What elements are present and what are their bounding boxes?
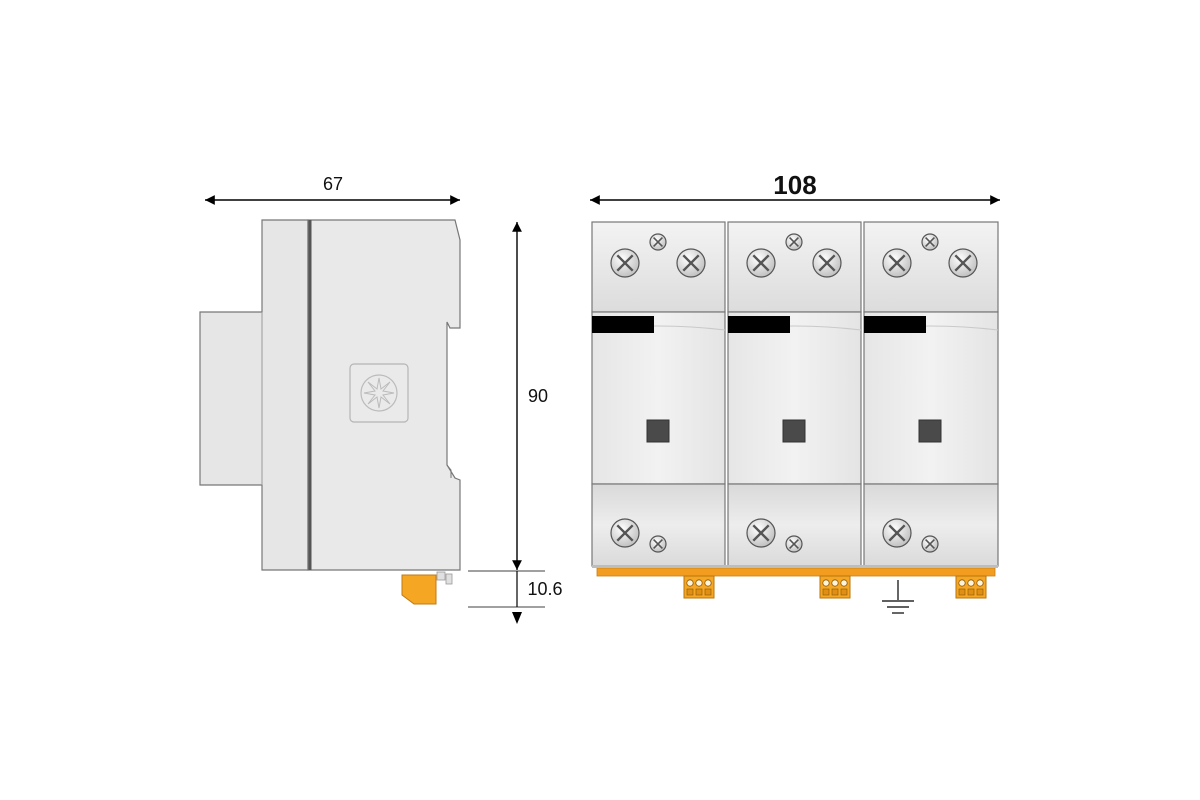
front-width-label: 108 — [773, 170, 816, 200]
spark-logo-icon — [349, 363, 409, 423]
label-strip — [728, 316, 790, 333]
terminal-block — [955, 575, 987, 599]
screw-icon — [921, 535, 939, 553]
module-3 — [863, 221, 999, 567]
screw-icon — [649, 535, 667, 553]
height-label: 90 — [528, 386, 548, 406]
screw-icon — [785, 233, 803, 251]
side-width-label: 67 — [323, 174, 343, 194]
module-1 — [591, 221, 726, 567]
screw-icon — [812, 248, 842, 278]
screw-icon — [610, 518, 640, 548]
screw-icon — [676, 248, 706, 278]
status-indicator — [646, 419, 670, 443]
terminal-block — [683, 575, 715, 599]
screw-icon — [746, 518, 776, 548]
terminal-height-label: 10.6 — [527, 579, 562, 599]
height-dimensions: 90 10.6 — [468, 222, 563, 624]
orange-rail — [596, 567, 996, 577]
side-terminal — [401, 574, 437, 605]
screw-icon — [746, 248, 776, 278]
screw-icon — [921, 233, 939, 251]
side-view: 67 — [199, 174, 461, 605]
status-indicator — [918, 419, 942, 443]
label-strip — [592, 316, 654, 333]
screw-icon — [882, 518, 912, 548]
screw-icon — [948, 248, 978, 278]
module-2 — [727, 221, 862, 567]
front-view: 108 — [590, 170, 1000, 614]
ground-icon — [882, 580, 914, 614]
screw-icon — [882, 248, 912, 278]
screw-icon — [610, 248, 640, 278]
terminal-group — [683, 575, 987, 599]
screw-group — [610, 233, 978, 553]
screw-icon — [785, 535, 803, 553]
screw-icon — [649, 233, 667, 251]
label-strip — [864, 316, 926, 333]
terminal-block — [819, 575, 851, 599]
status-indicator — [782, 419, 806, 443]
side-housing — [199, 219, 309, 571]
